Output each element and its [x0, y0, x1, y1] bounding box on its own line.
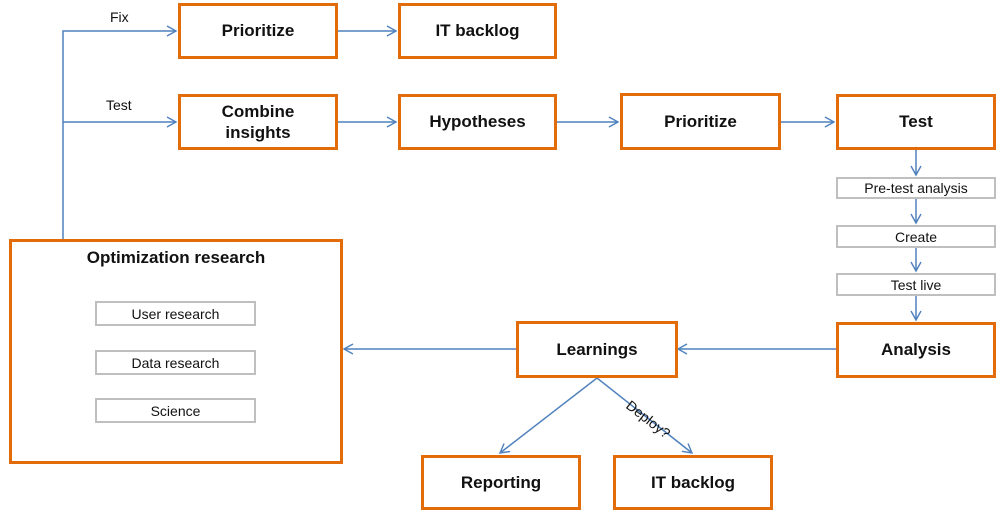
node-pre-test-analysis: Pre-test analysis [836, 177, 996, 199]
node-it-backlog-bottom: IT backlog [613, 455, 773, 510]
node-learnings: Learnings [516, 321, 678, 378]
node-data-research: Data research [95, 350, 256, 375]
node-prioritize-test: Prioritize [620, 93, 781, 150]
node-hypotheses: Hypotheses [398, 94, 557, 150]
node-test: Test [836, 94, 996, 150]
edge-research-to-fix-test [62, 25, 178, 240]
node-combine-insights: Combine insights [178, 94, 338, 150]
node-analysis: Analysis [836, 322, 996, 378]
edge-learnings-to-it-backlog [596, 377, 694, 454]
node-prioritize-fix: Prioritize [178, 3, 338, 59]
node-user-research: User research [95, 301, 256, 326]
edge-label-test: Test [106, 97, 132, 113]
edge-label-fix: Fix [110, 9, 129, 25]
node-create: Create [836, 225, 996, 248]
node-it-backlog-top: IT backlog [398, 3, 557, 59]
node-test-live: Test live [836, 273, 996, 296]
optimization-research-title: Optimization research [86, 248, 266, 267]
node-reporting: Reporting [421, 455, 581, 510]
node-science: Science [95, 398, 256, 423]
edge-learnings-to-reporting [498, 377, 598, 454]
